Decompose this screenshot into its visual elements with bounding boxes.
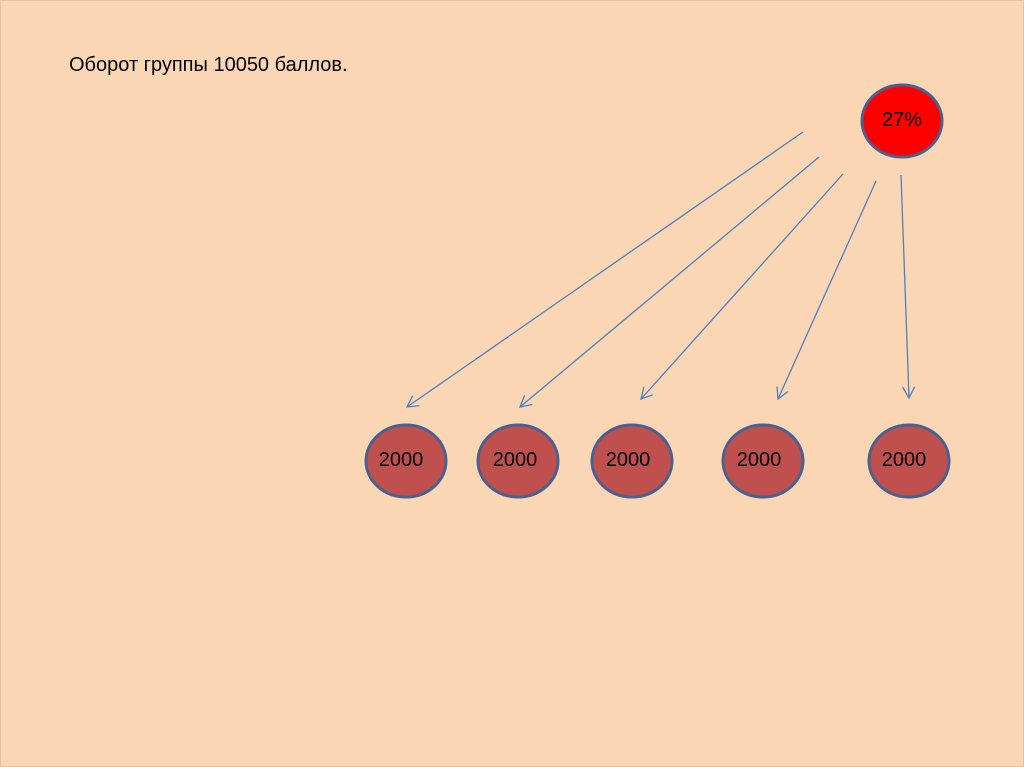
- node-label: 2000: [605, 449, 651, 471]
- slide-title: Оборот группы 10050 баллов.: [69, 54, 348, 76]
- node-label: 2000: [881, 449, 927, 471]
- node-1: [364, 423, 448, 499]
- top-node: [860, 83, 944, 159]
- arrow-3: [640, 173, 844, 401]
- node-5: [867, 423, 951, 499]
- arrow-2: [518, 156, 820, 408]
- arrow-1: [405, 131, 804, 408]
- node-label: 2000: [736, 449, 782, 471]
- node-label: 2000: [378, 449, 424, 471]
- node-4: [721, 423, 805, 499]
- node-label: 2000: [492, 449, 538, 471]
- arrow-5: [900, 174, 916, 400]
- node-3: [590, 423, 674, 499]
- top-node-label: 27%: [881, 109, 923, 131]
- node-2: [476, 423, 560, 499]
- arrow-4: [776, 180, 877, 401]
